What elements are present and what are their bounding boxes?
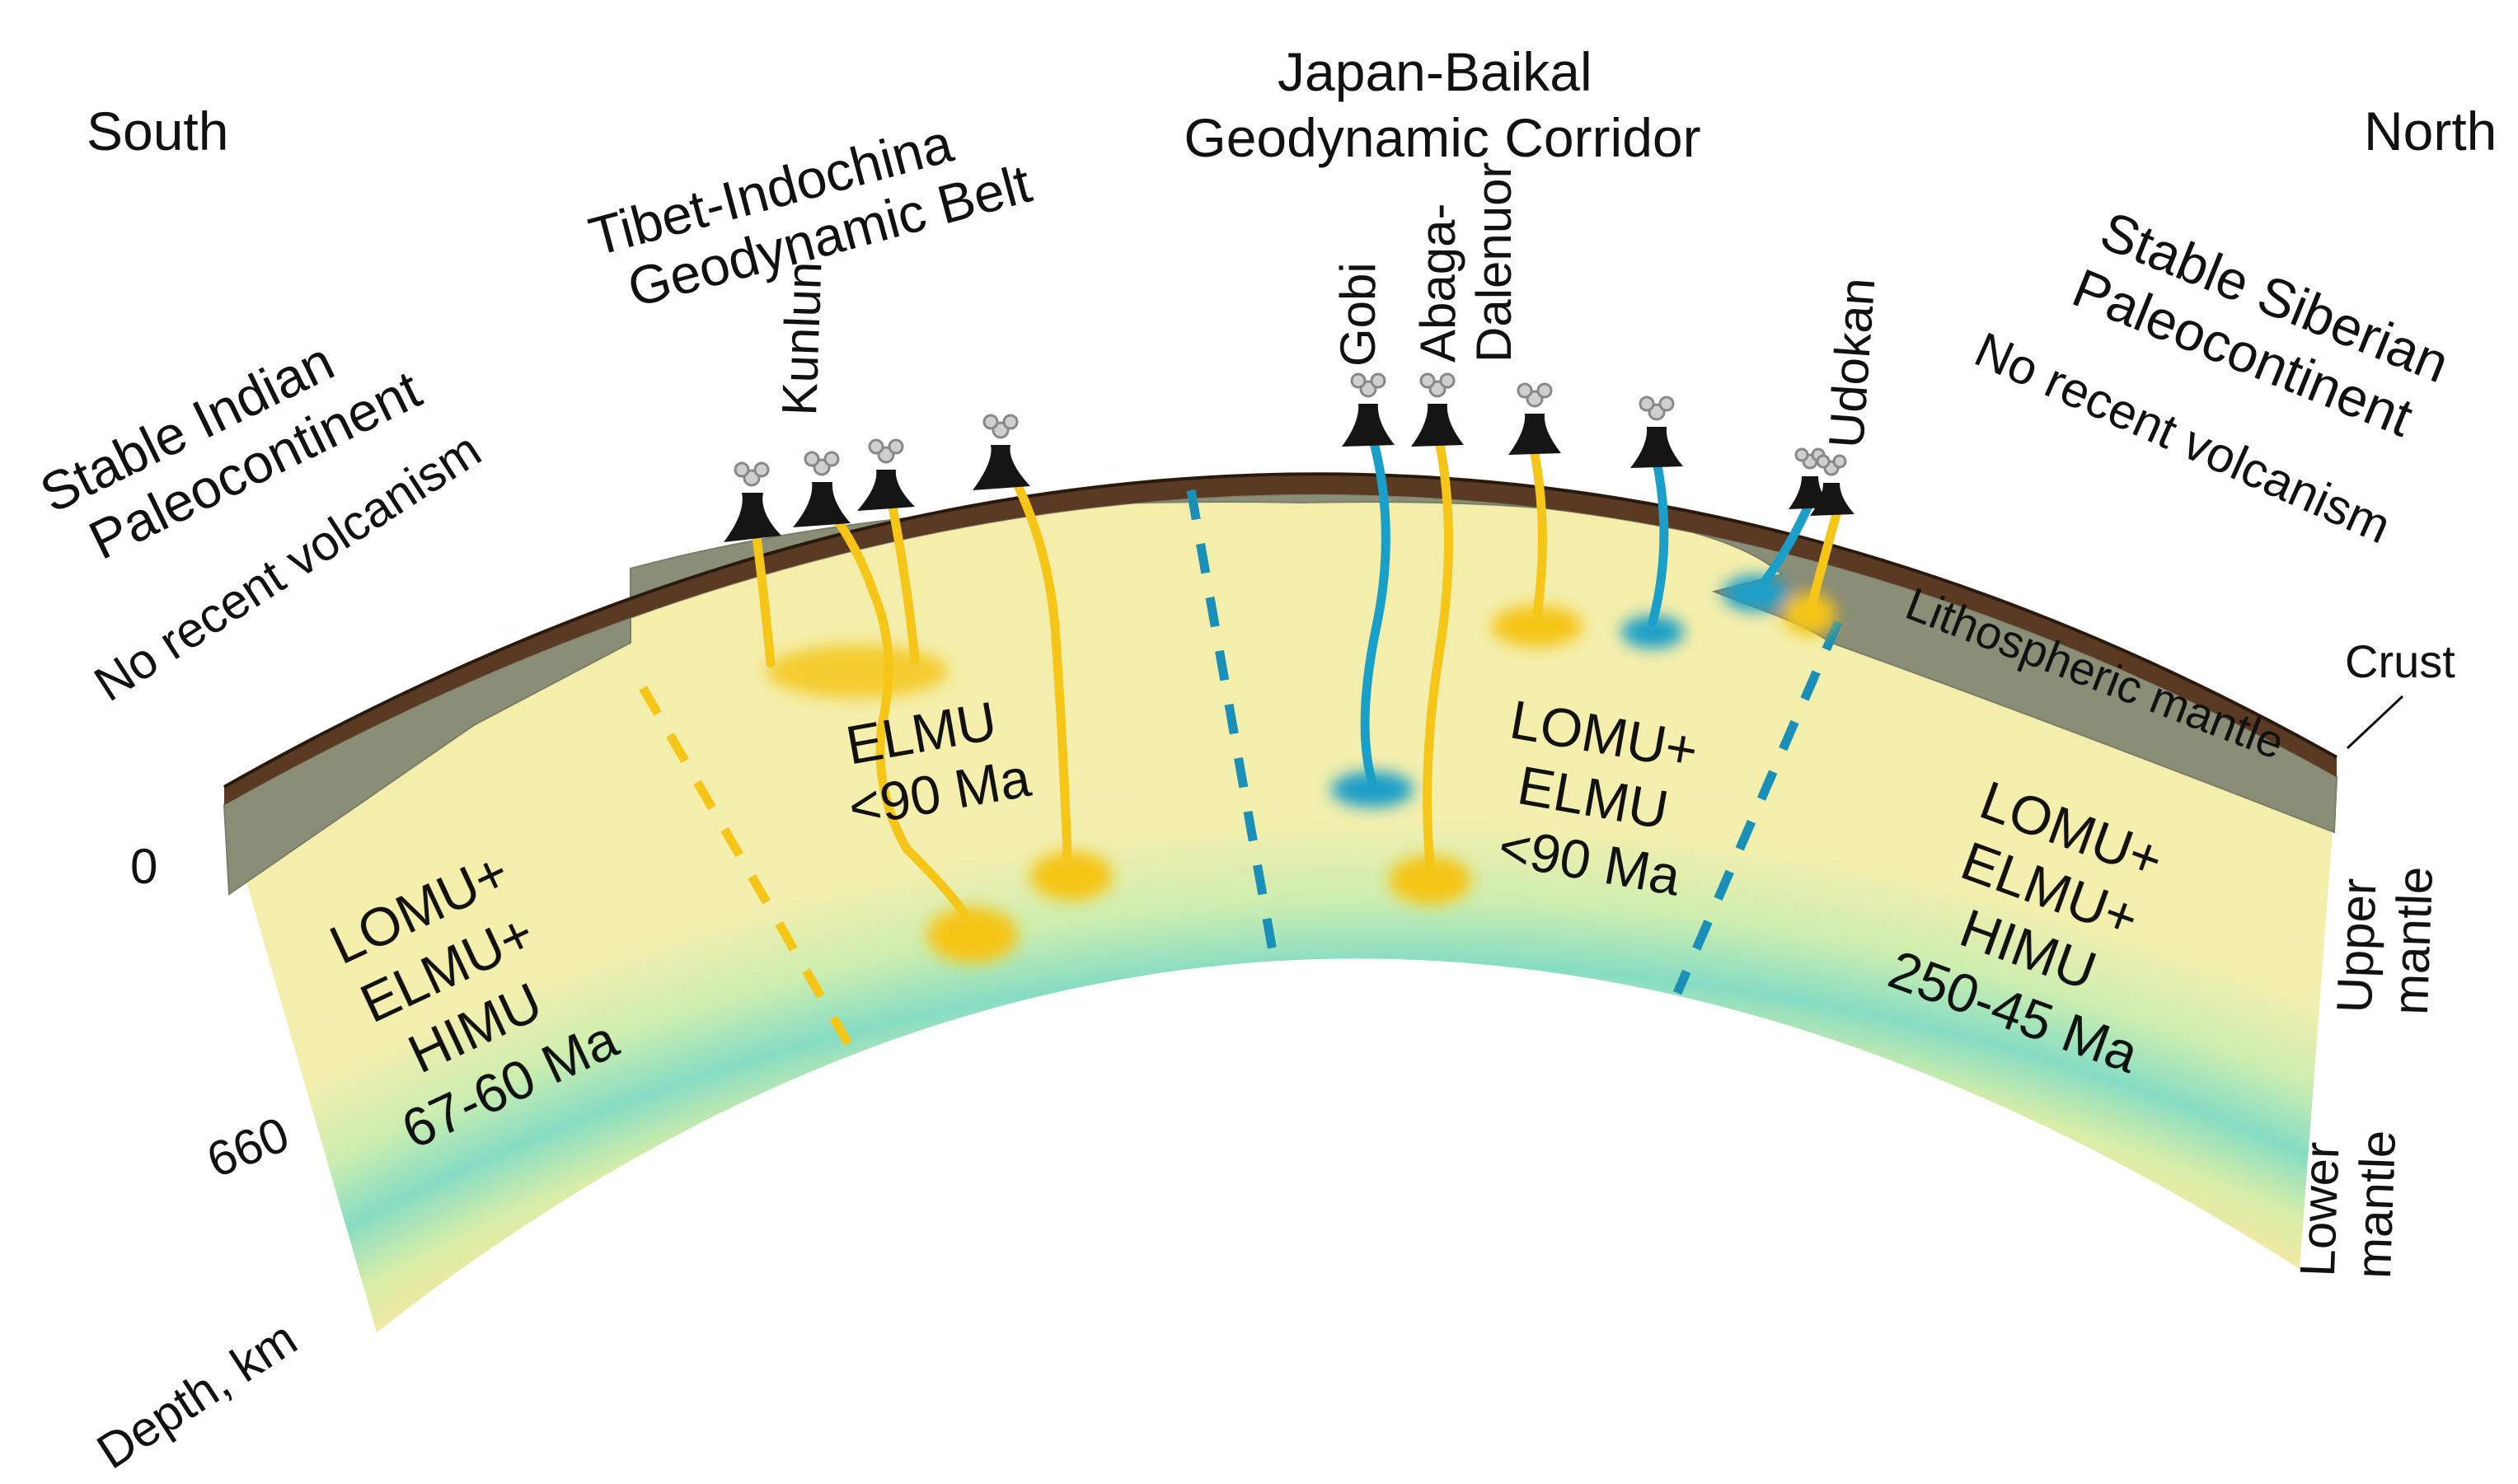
abaga-dalenuor-label: Abaga- Dalenuor: [1410, 162, 1522, 363]
volcano-icon: [1342, 404, 1395, 447]
volcano-icon: [724, 493, 781, 542]
mantle-shell: [224, 494, 2337, 1332]
volcano-icon: [1630, 427, 1683, 468]
crust-label: Crust: [2345, 635, 2455, 687]
volcano-icon: [1810, 483, 1855, 516]
lower-mantle-label: Lower mantle: [2290, 1127, 2406, 1280]
plume-heads: [767, 575, 1836, 963]
volcano-icon: [857, 470, 915, 511]
crust-top-edge: [223, 472, 2337, 789]
depth-0-label: 0: [130, 839, 157, 894]
udokan-label: Udokan: [1818, 276, 1885, 450]
volcano-icon: [973, 445, 1030, 490]
crust-leader-line: [2346, 695, 2404, 750]
boundary-south-tibet: [639, 686, 853, 1047]
volcano-icon: [1508, 414, 1561, 455]
gobi-label: Gobi: [1330, 262, 1386, 367]
volcano-plumes: [734, 372, 1847, 487]
crust-band: [224, 474, 2337, 805]
upper-mantle-label: Upper mantle: [2327, 864, 2443, 1016]
japan-baikal-corridor-title: Japan-Baikal Geodynamic Corridor: [1184, 41, 1700, 168]
boundary-japan-north: [1672, 620, 1843, 995]
south-label: South: [87, 101, 228, 162]
volcano-icon: [793, 482, 851, 527]
kunlun-label: Kunlun: [771, 260, 832, 416]
depth-660-label: 660: [199, 1106, 297, 1188]
boundary-tibet-japan: [1186, 489, 1278, 957]
volcanoes: [724, 404, 1855, 542]
north-label: North: [2364, 101, 2497, 162]
volcano-icon: [1411, 404, 1464, 447]
depth-axis-label: Depth, km: [87, 1310, 307, 1479]
